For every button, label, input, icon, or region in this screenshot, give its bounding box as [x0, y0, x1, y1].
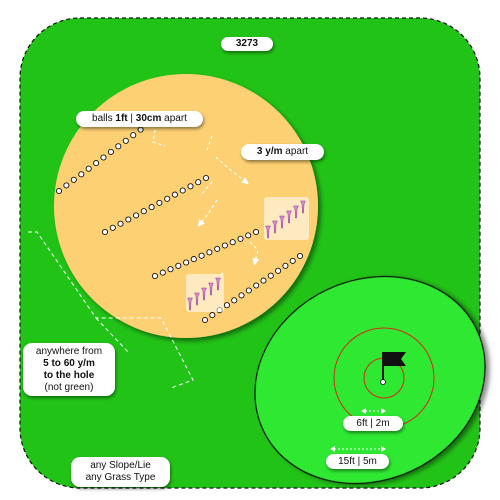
tee-icon	[265, 225, 271, 239]
golf-ball-icon	[201, 316, 209, 324]
drill-id: 3273	[235, 38, 259, 49]
golf-ball-icon	[93, 160, 100, 167]
spacing-prefix: balls	[92, 113, 116, 124]
golf-ball-icon	[156, 199, 163, 206]
tee-icon	[201, 287, 207, 301]
golf-ball-icon	[275, 267, 282, 274]
golf-ball-icon	[195, 179, 202, 186]
golf-ball-icon	[260, 277, 267, 284]
practice-area	[54, 74, 318, 338]
distance-line-2: 5 to 60 y/m	[43, 358, 95, 369]
tee-icon	[187, 297, 193, 311]
ball-spacing-label: balls 1ft | 30cm apart	[76, 111, 203, 127]
golf-ball-icon	[202, 174, 210, 182]
flag-icon	[380, 352, 406, 385]
tee-icon	[300, 200, 306, 214]
distance-line-4: (not green)	[44, 382, 94, 393]
golf-ball-icon	[107, 148, 114, 155]
spacing-separator: |	[127, 113, 136, 124]
golf-ball-icon	[85, 165, 92, 172]
spacing-feet: 1ft	[115, 113, 128, 124]
golf-ball-icon	[100, 154, 107, 161]
tee-markers	[186, 197, 309, 312]
outer-radius-text: 15ft | 5m	[338, 456, 377, 467]
golf-ball-icon	[117, 220, 124, 227]
golf-ball-icon	[171, 191, 178, 198]
golf-ball-icon	[209, 312, 216, 319]
golf-ball-icon	[167, 266, 174, 273]
golf-ball-icon	[289, 257, 296, 264]
putting-green	[254, 275, 486, 485]
ball-rows	[55, 120, 304, 324]
golf-ball-icon	[229, 239, 236, 246]
golf-ball-icon	[63, 182, 70, 189]
tee-icon	[279, 215, 285, 229]
tee-icon	[208, 282, 214, 296]
golf-ball-icon	[159, 269, 166, 276]
spacing-cm: 30cm	[135, 113, 162, 124]
tee-icon	[215, 277, 221, 291]
tee-icon	[293, 205, 299, 219]
inner-arrowheads	[361, 408, 386, 414]
drill-id-label: 3273	[221, 37, 273, 51]
distance-line-1: anywhere from	[35, 346, 103, 357]
golf-ball-icon	[175, 262, 182, 269]
lie-label: any Slope/Lie any Grass Type	[71, 457, 170, 487]
golf-ball-icon	[282, 262, 289, 269]
tee-icon	[286, 210, 292, 224]
golf-ball-icon	[164, 195, 171, 202]
spacing-suffix: apart	[161, 113, 187, 124]
golf-ball-icon	[190, 256, 197, 263]
golf-ball-icon	[151, 272, 159, 280]
golf-ball-icon	[198, 252, 205, 259]
golf-ball-icon	[296, 252, 304, 260]
golf-ball-icon	[206, 249, 213, 256]
row-gap-suffix: apart	[282, 146, 309, 157]
golf-ball-icon	[109, 224, 116, 231]
golf-ball-icon	[238, 292, 245, 299]
inner-radius-label: 6ft | 2m	[343, 416, 403, 431]
golf-ball-icon	[55, 187, 63, 195]
golf-ball-icon	[245, 232, 252, 239]
distance-label: anywhere from 5 to 60 y/m to the hole (n…	[23, 343, 115, 396]
golf-ball-icon	[267, 272, 274, 279]
golf-ball-icon	[137, 126, 144, 133]
golf-ball-icon	[125, 216, 132, 223]
golf-ball-icon	[183, 259, 190, 266]
golf-ball-icon	[133, 212, 140, 219]
lie-line-2: any Grass Type	[85, 472, 156, 483]
golf-ball-icon	[253, 282, 260, 289]
golf-ball-icon	[245, 287, 252, 294]
distance-guide-lines	[28, 231, 194, 389]
golf-ball-icon	[187, 183, 194, 190]
golf-ball-icon	[223, 302, 230, 309]
inner-radius-text: 6ft | 2m	[356, 418, 390, 429]
golf-ball-icon	[179, 187, 186, 194]
golf-ball-icon	[148, 204, 155, 211]
golf-ball-icon	[214, 245, 221, 252]
golf-ball-icon	[115, 143, 122, 150]
golf-ball-icon	[252, 228, 260, 236]
lie-line-1: any Slope/Lie	[90, 460, 151, 471]
tee-icon	[272, 220, 278, 234]
golf-ball-icon	[78, 171, 85, 178]
golf-ball-icon	[70, 176, 77, 183]
golf-ball-icon	[130, 132, 137, 139]
golf-ball-icon	[231, 297, 238, 304]
distance-line-3: to the hole	[43, 370, 95, 381]
row-gap-value: 3 y/m	[256, 146, 283, 157]
golf-ball-icon	[237, 235, 244, 242]
row-gap-label: 3 y/m apart	[241, 144, 324, 160]
outer-radius-label: 15ft | 5m	[326, 454, 389, 469]
golf-ball-icon	[221, 242, 228, 249]
golf-ball-icon	[140, 208, 147, 215]
tee-icon	[194, 292, 200, 306]
golf-ball-icon	[101, 228, 109, 236]
golf-ball-icon	[122, 137, 129, 144]
